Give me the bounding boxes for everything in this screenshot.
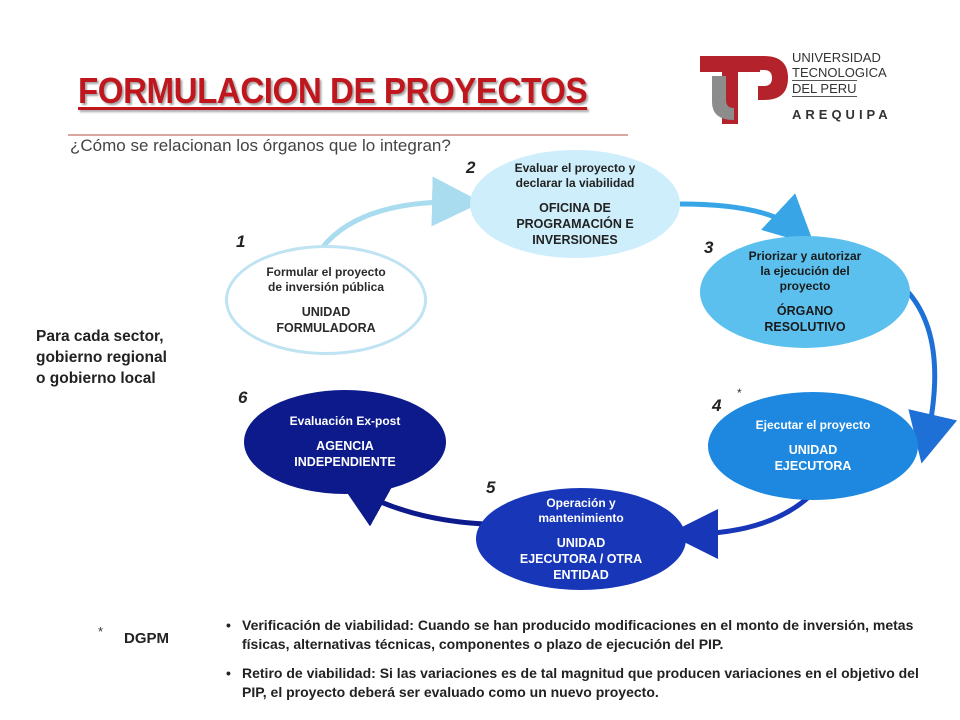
scope-note-line-1: Para cada sector, xyxy=(36,328,164,345)
node-organ-line: EJECUTORA xyxy=(774,459,852,473)
page-title: FORMULACION DE PROYECTOS xyxy=(78,70,588,111)
scope-note: Para cada sector, gobierno regional o go… xyxy=(36,326,206,389)
logo-line-2: TECNOLOGICA xyxy=(792,65,887,80)
step-number-3: 3 xyxy=(704,238,714,257)
step-number-1: 1 xyxy=(236,232,246,251)
logo-line-3: DEL PERU xyxy=(792,80,857,97)
node-organ-line: UNIDAD xyxy=(556,535,606,550)
node-task-line: declarar la viabilidad xyxy=(515,175,635,190)
utp-emblem-icon xyxy=(700,56,788,124)
scope-note-line-2: gobierno regional xyxy=(36,349,167,366)
node-task-line: Operación y xyxy=(546,495,616,510)
title-divider xyxy=(68,134,628,136)
node-organ-line: FORMULADORA xyxy=(276,320,376,335)
node-task-text: Evaluación Ex-post xyxy=(290,414,401,429)
node-organ-line: RESOLUTIVO xyxy=(764,320,846,334)
arrow-1-to-2 xyxy=(320,176,482,250)
node-organ-line: UNIDAD xyxy=(788,443,838,457)
arrow-5-to-6 xyxy=(338,480,485,527)
node-organ-line: OFICINA DE xyxy=(539,200,611,215)
node-organ-line: AGENCIA xyxy=(316,439,374,453)
node-organ-line: ÓRGANO xyxy=(776,304,834,318)
node-task-line: Priorizar y autorizar xyxy=(748,249,862,263)
logo-line-1: UNIVERSIDAD xyxy=(792,50,881,65)
node-organ-text: ÓRGANO RESOLUTIVO xyxy=(764,303,845,335)
node-task-line: de inversión pública xyxy=(267,279,385,294)
node-task-line: Evaluación Ex-post xyxy=(289,414,401,428)
footnote-bullet: Verificación de viabilidad: Cuando se ha… xyxy=(226,616,938,654)
node-organ-line: PROGRAMACIÓN E xyxy=(516,216,634,231)
node-organ-line: INVERSIONES xyxy=(532,232,618,247)
arrow-3-to-4 xyxy=(906,290,958,464)
scope-note-line-3: o gobierno local xyxy=(36,370,156,387)
node-task-line: Evaluar el proyecto y xyxy=(514,160,636,175)
node-task-text: Ejecutar el proyecto xyxy=(756,418,871,433)
node-task-line: mantenimiento xyxy=(538,510,624,525)
step-number-2: 2 xyxy=(466,158,476,177)
node-task-line: proyecto xyxy=(779,279,831,293)
node-organ-text: UNIDAD EJECUTORA xyxy=(775,442,852,474)
node-task-line: Ejecutar el proyecto xyxy=(755,418,871,432)
node-task-line: Formular el proyecto xyxy=(266,264,386,279)
node-organ-text: AGENCIA INDEPENDIENTE xyxy=(294,438,395,470)
page-subtitle: ¿Cómo se relacionan los órganos que lo i… xyxy=(70,136,451,155)
node-organ-line: UNIDAD xyxy=(301,304,351,319)
step-number-5: 5 xyxy=(486,478,496,497)
footnote-bullet: Retiro de viabilidad: Si las variaciones… xyxy=(226,664,938,702)
step-number-6: 6 xyxy=(238,388,248,407)
node-organ-line: ENTIDAD xyxy=(553,567,609,582)
arrow-4-to-5 xyxy=(668,492,814,559)
node-task-line: la ejecución del xyxy=(760,264,850,278)
arrow-2-to-3 xyxy=(679,193,815,246)
university-logo: UNIVERSIDAD TECNOLOGICA DEL PERU AREQUIP… xyxy=(700,50,910,124)
footnote-asterisk: * xyxy=(98,624,104,639)
node-organ-line: EJECUTORA / OTRA xyxy=(519,551,643,566)
logo-city: AREQUIPA xyxy=(792,107,892,122)
node-4-asterisk: * xyxy=(737,386,742,400)
node-organ-line: INDEPENDIENTE xyxy=(294,455,396,469)
step-number-4: 4 xyxy=(712,396,722,415)
footnote-label: DGPM xyxy=(124,630,169,647)
